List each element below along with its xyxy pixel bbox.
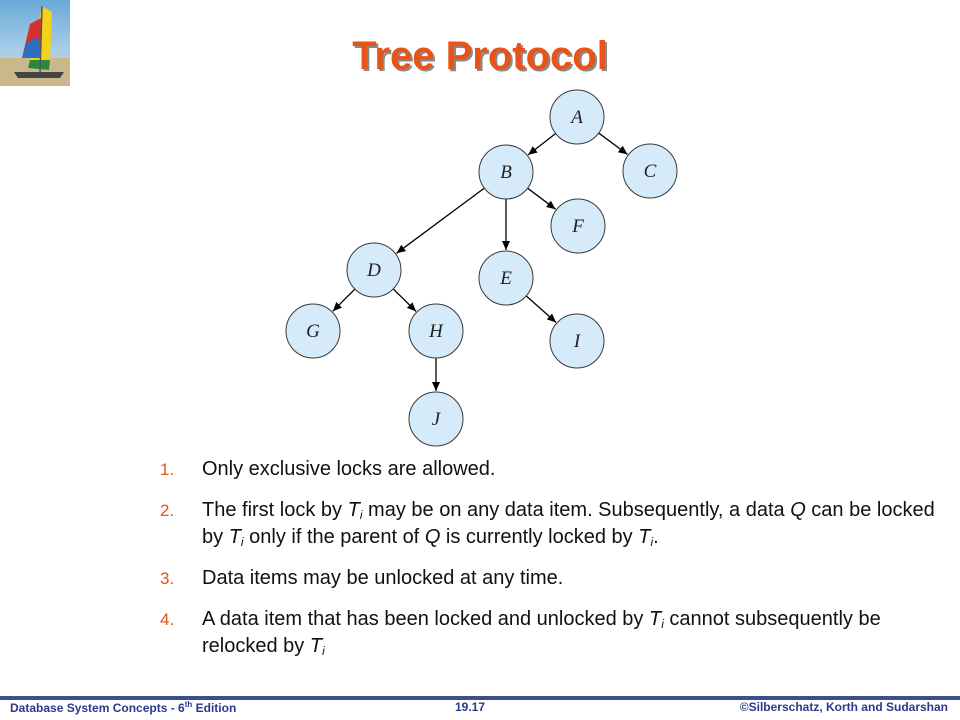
- footer-bar: [0, 696, 960, 700]
- slide-title: Tree Protocol: [352, 34, 608, 78]
- tree-node-circle-C: [622, 143, 678, 199]
- tree-node-F: F: [550, 198, 606, 254]
- footer-book-title-tail: Edition: [192, 701, 237, 715]
- rule-item-4: 4. A data item that has been locked and u…: [160, 606, 940, 660]
- tree-node-I: I: [549, 313, 605, 369]
- rule-number: 4.: [160, 610, 175, 629]
- footer-page-number: 19.17: [455, 700, 486, 714]
- edge-D-G: [332, 288, 356, 312]
- tree-node-C: C: [622, 143, 678, 199]
- tree-node-circle-G: [285, 303, 341, 359]
- tree-node-G: G: [285, 303, 341, 359]
- tree-node-label-F: F: [571, 216, 584, 237]
- rule-text: Only exclusive locks are allowed.: [202, 458, 496, 480]
- tree-diagram: A B C F D E G H I J: [285, 89, 678, 447]
- rule-number: 1.: [160, 460, 175, 479]
- tree-node-circle-I: [549, 313, 605, 369]
- tree-node-circle-F: [550, 198, 606, 254]
- tree-node-label-A: A: [569, 107, 583, 128]
- tree-node-circle-J: [408, 391, 464, 447]
- edge-B-F: [527, 187, 556, 210]
- rule-number: 3.: [160, 569, 175, 588]
- footer-edition-sup: th: [184, 700, 193, 709]
- tree-node-J: J: [408, 391, 464, 447]
- tree-node-label-J: J: [432, 409, 442, 430]
- tree-node-circle-A: [549, 89, 605, 145]
- tree-node-E: E: [478, 250, 534, 306]
- tree-node-circle-D: [346, 242, 402, 298]
- tree-node-circle-E: [478, 250, 534, 306]
- tree-node-label-B: B: [500, 162, 512, 183]
- rule-item-2: 2. The first lock by Ti may be on any dat…: [160, 497, 940, 551]
- tree-node-circle-H: [408, 303, 464, 359]
- edge-B-D: [396, 187, 485, 254]
- protocol-rules-list: 1. Only exclusive locks are allowed. 2. The…: [160, 456, 940, 674]
- rule-item-1: 1. Only exclusive locks are allowed.: [160, 456, 940, 483]
- rule-number: 2.: [160, 501, 175, 520]
- tree-node-D: D: [346, 242, 402, 298]
- tree-node-label-C: C: [644, 161, 657, 182]
- edge-A-C: [598, 132, 628, 155]
- edge-A-B: [527, 133, 557, 156]
- rule-text: Data items may be unlocked at any time.: [202, 567, 564, 589]
- tree-node-H: H: [408, 303, 464, 359]
- tree-node-label-E: E: [499, 268, 512, 289]
- tree-node-label-I: I: [573, 331, 582, 352]
- edge-D-H: [392, 288, 417, 312]
- footer-book-title: Database System Concepts - 6th Edition: [10, 700, 236, 715]
- footer-book-title-main: Database System Concepts - 6: [10, 701, 185, 715]
- tree-node-B: B: [478, 144, 534, 200]
- tree-node-A: A: [549, 89, 605, 145]
- tree-node-label-D: D: [366, 260, 381, 281]
- footer-copyright: ©Silberschatz, Korth and Sudarshan: [739, 700, 948, 714]
- tree-node-circle-B: [478, 144, 534, 200]
- rule-text: The first lock by Ti may be on any data …: [202, 499, 935, 549]
- tree-node-label-G: G: [306, 321, 320, 342]
- edge-E-I: [525, 295, 557, 323]
- sailboat-logo-icon: [0, 0, 70, 86]
- rule-text: A data item that has been locked and unl…: [202, 608, 881, 658]
- tree-node-label-H: H: [428, 321, 444, 342]
- rule-item-3: 3. Data items may be unlocked at any time…: [160, 565, 940, 592]
